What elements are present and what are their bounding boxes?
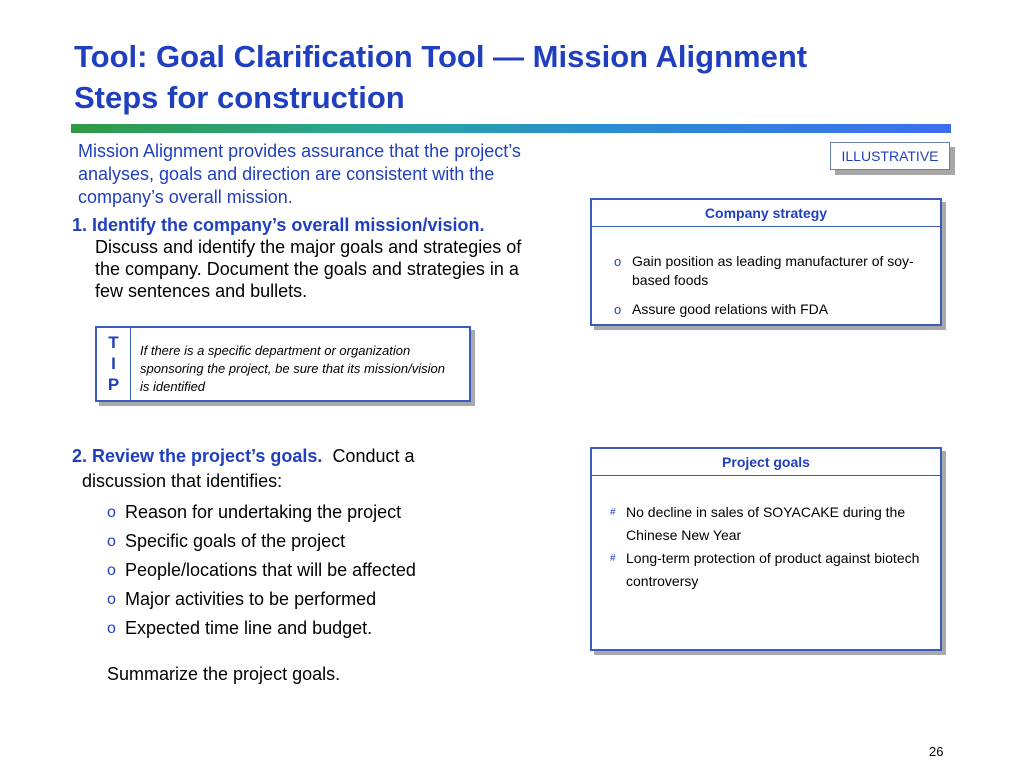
bullet-icon: o <box>107 504 116 521</box>
list-item: o Specific goals of the project <box>107 527 542 556</box>
tip-letter: P <box>107 375 120 394</box>
company-strategy-box: Company strategy o Gain position as lead… <box>590 198 942 326</box>
project-goals-box: Project goals # No decline in sales of S… <box>590 447 942 651</box>
step-1-body: Discuss and identify the major goals and… <box>95 237 522 301</box>
company-strategy-list: o Gain position as leading manufacturer … <box>614 252 924 329</box>
list-item-text: Major activities to be performed <box>125 589 377 609</box>
list-item-text: Long-term protection of product against … <box>626 550 920 589</box>
bullet-icon: o <box>107 620 116 637</box>
bullet-icon: o <box>614 254 622 269</box>
page-number: 26 <box>929 744 944 759</box>
list-item: o Major activities to be performed <box>107 585 542 614</box>
project-goals-header: Project goals <box>592 449 940 476</box>
title-line-2: Steps for construction <box>74 80 405 115</box>
gradient-divider <box>71 124 951 133</box>
slide-title: Tool: Goal Clarification Tool — Mission … <box>74 36 974 118</box>
step-2-lead: Conduct a <box>332 446 415 466</box>
list-item-text: Gain position as leading manufacturer of… <box>632 253 914 288</box>
step-2-list: o Reason for undertaking the project o S… <box>72 498 542 643</box>
list-item-text: Expected time line and budget. <box>125 618 373 638</box>
hash-bullet-icon: # <box>610 553 616 564</box>
tip-letter: I <box>111 354 116 373</box>
bullet-icon: o <box>107 533 116 550</box>
bullet-icon: o <box>107 562 116 579</box>
step-1: 1. Identify the company’s overall missio… <box>72 214 542 302</box>
tip-letter: T <box>108 333 119 352</box>
list-item: o Expected time line and budget. <box>107 614 542 643</box>
list-item: # No decline in sales of SOYACAKE during… <box>610 501 930 547</box>
list-item-text: Reason for undertaking the project <box>125 502 402 522</box>
list-item: o Gain position as leading manufacturer … <box>614 252 924 290</box>
company-strategy-header: Company strategy <box>592 200 940 227</box>
tip-letters: T I P <box>97 328 131 400</box>
step-2-lead-continued: discussion that identifies: <box>82 471 283 491</box>
tip-text: If there is a specific department or org… <box>140 343 445 394</box>
title-line-1: Tool: Goal Clarification Tool — Mission … <box>74 39 808 74</box>
step-2-heading: 2. Review the project’s goals. <box>72 446 323 466</box>
list-item-text: People/locations that will be affected <box>125 560 416 580</box>
bullet-icon: o <box>614 302 622 317</box>
intro-text: Mission Alignment provides assurance tha… <box>78 141 521 207</box>
bullet-icon: o <box>107 591 116 608</box>
summary-text: Summarize the project goals. <box>107 664 341 684</box>
hash-bullet-icon: # <box>610 507 616 518</box>
list-item-text: No decline in sales of SOYACAKE during t… <box>626 504 906 543</box>
list-item: o Reason for undertaking the project <box>107 498 542 527</box>
list-item: # Long-term protection of product agains… <box>610 547 930 593</box>
list-item: o People/locations that will be affected <box>107 556 542 585</box>
list-item-text: Assure good relations with FDA <box>632 301 829 317</box>
step-2: 2. Review the project’s goals. Conduct a… <box>72 444 542 643</box>
list-item: o Assure good relations with FDA <box>614 300 924 319</box>
illustrative-badge: ILLUSTRATIVE <box>830 142 950 170</box>
tip-box: T I P If there is a specific department … <box>95 326 471 402</box>
list-item-text: Specific goals of the project <box>125 531 346 551</box>
project-goals-list: # No decline in sales of SOYACAKE during… <box>610 501 930 593</box>
step-1-heading: 1. Identify the company’s overall missio… <box>72 215 485 235</box>
